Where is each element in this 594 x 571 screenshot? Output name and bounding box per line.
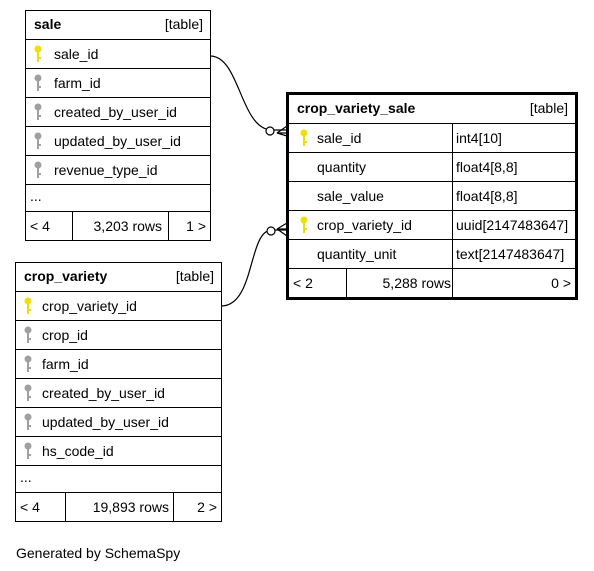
foreign-key-icon <box>34 161 42 178</box>
column-name: created_by_user_id <box>42 385 165 401</box>
column-name: quantity_unit <box>317 246 397 262</box>
table-footer: < 4 3,203 rows 1 > <box>26 211 210 240</box>
sale-link-crowfoot <box>276 125 288 137</box>
column-row[interactable]: farm_id <box>16 349 221 378</box>
table-header: crop_variety [table] <box>16 263 221 291</box>
column-name: revenue_type_id <box>54 162 158 178</box>
foreign-key-icon <box>24 355 32 372</box>
table-footer: < 4 19,893 rows 2 > <box>16 492 221 521</box>
more-columns-ellipsis: ... <box>20 469 32 485</box>
column-row[interactable]: farm_id <box>26 68 210 97</box>
children-count-link[interactable]: 0 > <box>551 275 571 291</box>
table-tag: [table] <box>164 16 203 32</box>
column-name: created_by_user_id <box>54 104 177 120</box>
table-tag: [table] <box>529 100 568 116</box>
column-row[interactable]: updated_by_user_id <box>16 407 221 436</box>
column-name: quantity <box>317 159 367 175</box>
foreign-key-icon <box>24 384 32 401</box>
more-columns-row[interactable]: ... <box>26 184 210 211</box>
column-row[interactable]: sale_value float4[8,8] <box>289 181 575 210</box>
more-columns-row[interactable]: ... <box>16 465 221 492</box>
table-footer: < 2 5,288 rows 0 > <box>289 268 575 297</box>
column-type: text[2147483647] <box>456 246 565 262</box>
column-row[interactable]: updated_by_user_id <box>26 126 210 155</box>
foreign-key-icon <box>24 442 32 459</box>
foreign-key-icon <box>34 74 42 91</box>
primary-key-icon <box>300 216 308 233</box>
column-name: farm_id <box>54 75 101 91</box>
column-row[interactable]: quantity float4[8,8] <box>289 152 575 181</box>
table-title: sale <box>34 16 62 32</box>
column-type: float4[8,8] <box>456 159 518 175</box>
column-name: crop_variety_id <box>317 217 412 233</box>
parents-count-link[interactable]: < 4 <box>20 499 40 515</box>
table-crop-variety-sale[interactable]: crop_variety_sale [table] sale_id int4[1… <box>286 92 578 300</box>
generated-by-caption: Generated by SchemaSpy <box>16 545 181 561</box>
table-header: sale [table] <box>26 11 210 39</box>
row-count: 19,893 rows <box>92 499 169 515</box>
column-type: float4[8,8] <box>456 188 518 204</box>
column-row[interactable]: revenue_type_id <box>26 155 210 184</box>
table-crop-variety[interactable]: crop_variety [table] crop_variety_id cro… <box>15 262 222 522</box>
more-columns-ellipsis: ... <box>30 188 42 204</box>
column-name: sale_id <box>54 46 99 62</box>
sale-link-optional-end <box>265 126 275 136</box>
column-row[interactable]: crop_variety_id uuid[2147483647] <box>289 210 575 239</box>
column-name: updated_by_user_id <box>54 133 181 149</box>
column-row[interactable]: quantity_unit text[2147483647] <box>289 239 575 268</box>
column-row[interactable]: crop_id <box>16 320 221 349</box>
parents-count-link[interactable]: < 4 <box>30 218 50 234</box>
column-name: crop_variety_id <box>42 298 137 314</box>
children-count-link[interactable]: 2 > <box>197 499 217 515</box>
column-name: crop_id <box>42 327 88 343</box>
primary-key-icon <box>24 297 32 314</box>
parents-count-link[interactable]: < 2 <box>293 275 313 291</box>
column-row[interactable]: created_by_user_id <box>26 97 210 126</box>
sale-to-crop-variety-sale-link <box>209 55 287 131</box>
column-name: updated_by_user_id <box>42 414 169 430</box>
row-count: 3,203 rows <box>93 218 162 234</box>
column-type: int4[10] <box>456 130 502 146</box>
table-title: crop_variety_sale <box>297 100 416 116</box>
column-name: farm_id <box>42 356 89 372</box>
column-row[interactable]: created_by_user_id <box>16 378 221 407</box>
column-name: sale_value <box>317 188 384 204</box>
foreign-key-icon <box>24 413 32 430</box>
crop-variety-link-optional-end <box>266 226 276 236</box>
foreign-key-icon <box>34 132 42 149</box>
table-sale[interactable]: sale [table] sale_id farm_id created_by_… <box>25 10 211 241</box>
column-type: uuid[2147483647] <box>456 217 569 233</box>
column-row[interactable]: hs_code_id <box>16 436 221 465</box>
table-header: crop_variety_sale [table] <box>289 95 575 123</box>
column-name: hs_code_id <box>42 443 114 459</box>
foreign-key-icon <box>34 103 42 120</box>
column-row[interactable]: sale_id int4[10] <box>289 123 575 152</box>
crop-variety-link-crowfoot <box>276 222 288 237</box>
table-title: crop_variety <box>24 268 108 284</box>
primary-key-icon <box>300 129 308 146</box>
column-row[interactable]: sale_id <box>26 39 210 68</box>
children-count-link[interactable]: 1 > <box>186 218 206 234</box>
row-count: 5,288 rows <box>382 275 451 291</box>
table-tag: [table] <box>175 268 214 284</box>
primary-key-icon <box>34 45 42 62</box>
column-name: sale_id <box>317 130 362 146</box>
column-row[interactable]: crop_variety_id <box>16 291 221 320</box>
crop-variety-to-crop-variety-sale-link <box>220 229 287 307</box>
foreign-key-icon <box>24 326 32 343</box>
